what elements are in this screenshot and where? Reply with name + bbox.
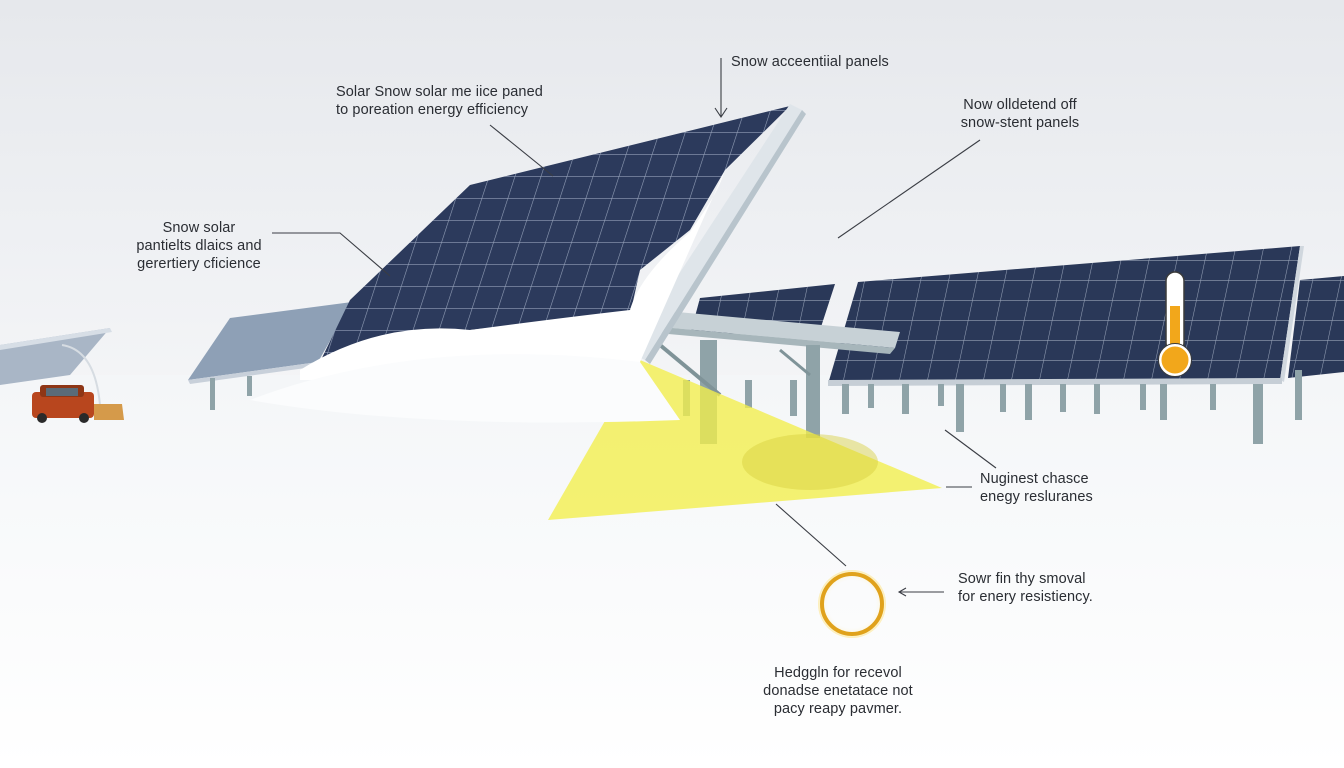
annotation-left: Snow solar pantielts dlaics and gerertie… [136,220,262,272]
annotation-top-center: Snow acceentiial panels [731,54,889,70]
left-panel [188,302,352,410]
annotation-top-left: Solar Snow solar me iice paned to poreat… [336,84,543,118]
annotation-bottom: Hedggln for recevol donadse enetatace no… [763,665,913,717]
ring-marker-icon [818,570,886,638]
annotation-top-right: Now olldetend off snow-stent panels [960,97,1080,131]
main-solar-panel [250,104,806,423]
annotation-leader-lines [272,58,997,597]
thermometer-icon [1158,271,1192,377]
far-left-panel [0,328,112,385]
annotation-lower-right: Sowr fin thy smoval for enery resistienc… [958,571,1093,605]
snowplow-vehicle [32,344,124,423]
annotation-mid-right: Nuginest chasce enegy resluranes [980,471,1093,505]
